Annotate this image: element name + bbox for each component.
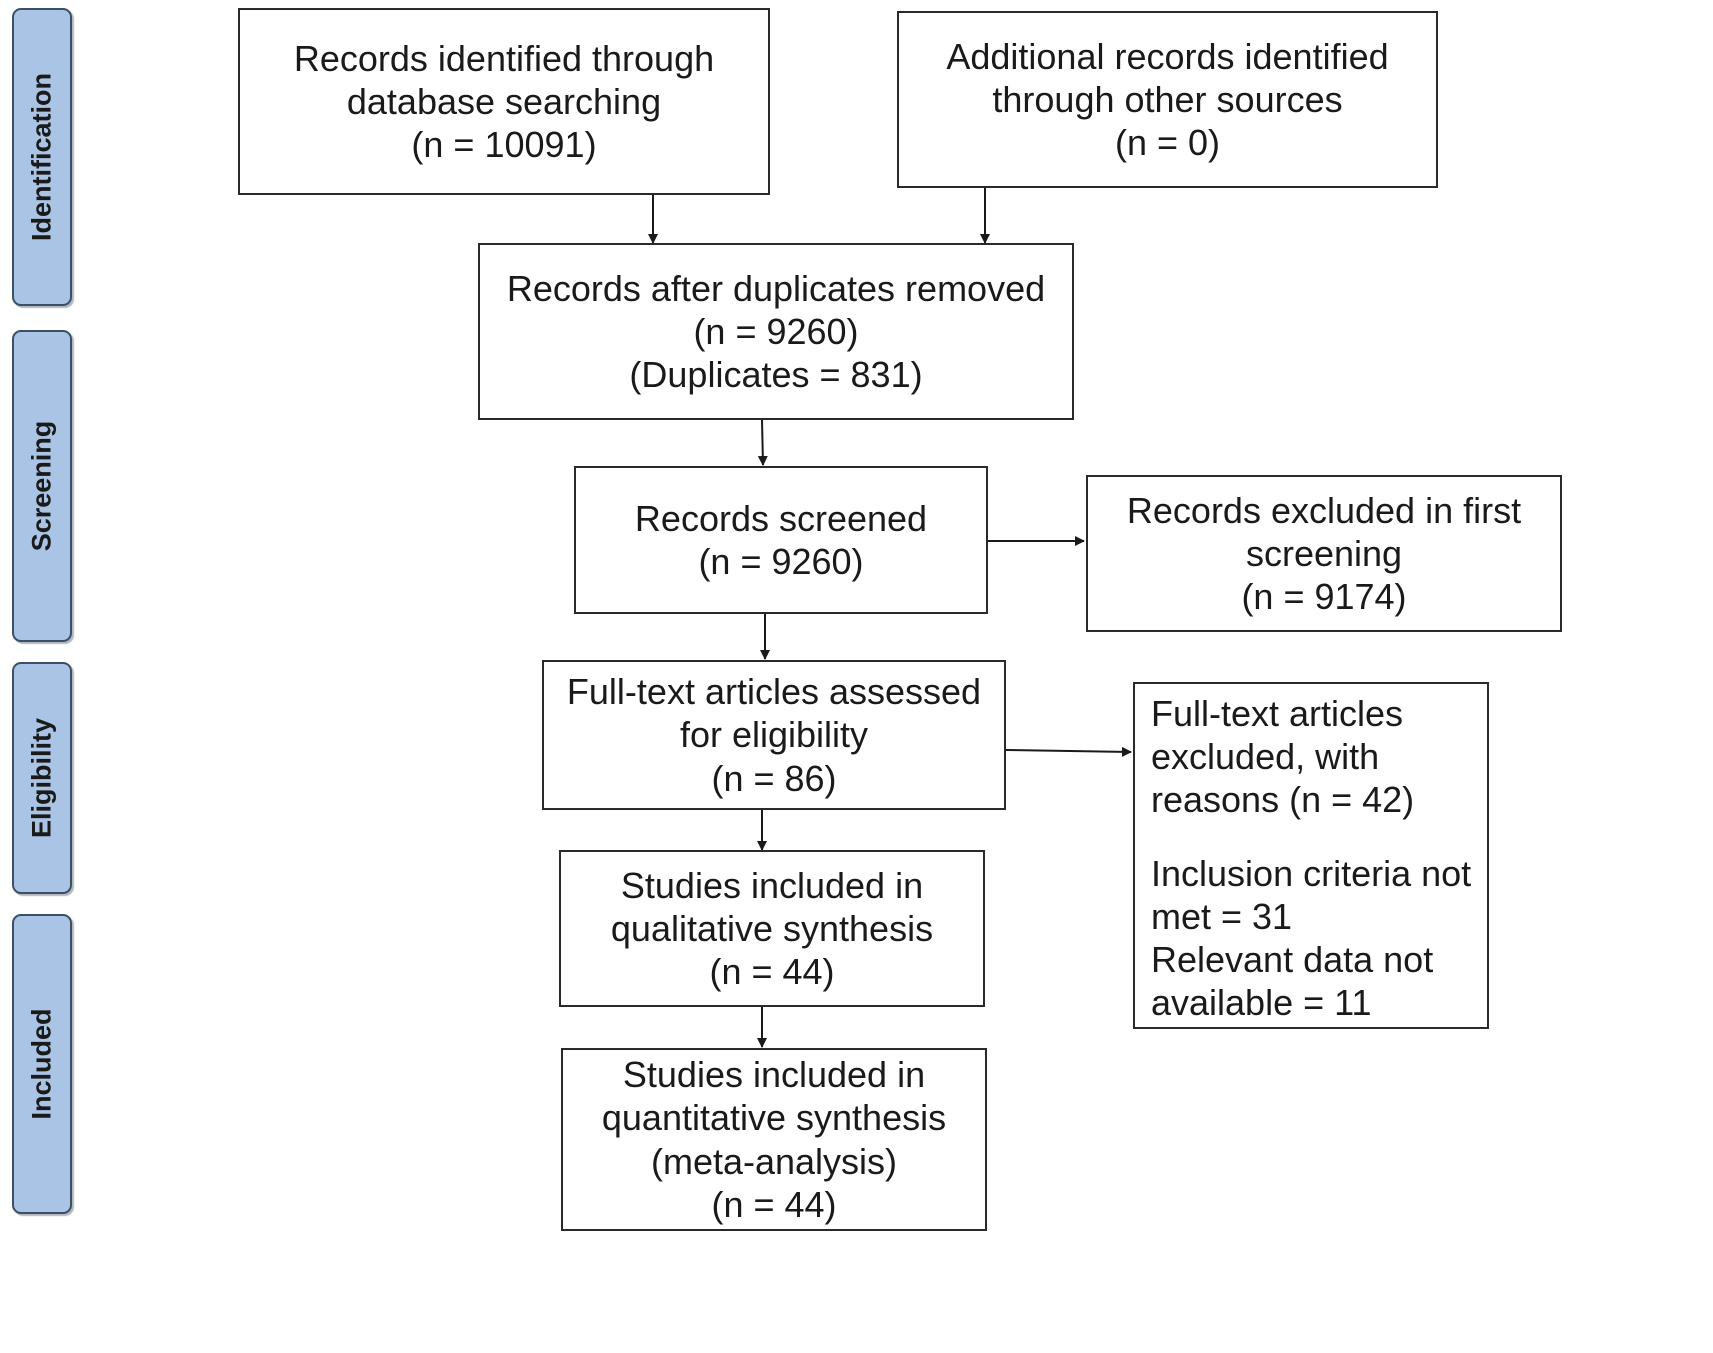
arrow-fulltext-to-excluded <box>1005 746 1132 757</box>
phase-screening: Screening <box>12 330 72 642</box>
box-fulltext-assessed: Full-text articles assessed for eligibil… <box>542 660 1006 810</box>
box-qualitative-synthesis: Studies included in qualitative synthesi… <box>559 850 985 1007</box>
box-text-line: Full-text articles <box>1151 693 1404 734</box>
box-text-line: (n = 9260) <box>693 310 859 352</box>
box-database-records: Records identified through database sear… <box>238 8 770 195</box>
box-text-line: (Duplicates = 831) <box>629 354 923 396</box>
phase-included: Included <box>12 914 72 1214</box>
box-text-line: database searching <box>346 80 662 122</box>
phase-identification: Identification <box>12 8 72 306</box>
box-text-line: quantitative synthesis <box>601 1097 947 1139</box>
exclusion-reason-line: Inclusion criteria not <box>1151 852 1472 894</box>
phase-eligibility: Eligibility <box>12 662 72 894</box>
box-records-screened: Records screened (n = 9260) <box>574 466 988 614</box>
exclusion-reason-line: available = 11 <box>1151 982 1372 1024</box>
box-text-line: screening <box>1245 532 1403 574</box>
box-text-line: Records excluded in first <box>1126 489 1522 531</box>
box-text-line: excluded, with <box>1151 736 1380 778</box>
exclusion-reason-line: Relevant data not <box>1151 938 1434 980</box>
box-text-line: reasons (n = 42) <box>1151 779 1415 821</box>
box-fulltext-excluded: Full-text articles excluded, with reason… <box>1133 682 1489 1029</box>
box-text-line: Records after duplicates removed <box>506 267 1046 309</box>
box-text-line: (n = 0) <box>1114 122 1221 164</box>
box-text-line: Records screened <box>634 497 928 539</box>
box-text-line: for eligibility <box>679 714 869 756</box>
box-text-line: qualitative synthesis <box>610 907 934 949</box>
box-excluded-first-screening: Records excluded in first screening (n =… <box>1086 475 1562 632</box>
box-text-line: (n = 86) <box>711 757 837 799</box>
box-text-line: Studies included in <box>620 864 924 906</box>
box-other-sources: Additional records identified through ot… <box>897 11 1438 188</box>
box-text-line: (n = 10091) <box>411 124 597 166</box>
box-text-line: Additional records identified <box>946 35 1389 77</box>
box-text-line: Full-text articles assessed <box>566 671 982 713</box>
box-duplicates-removed: Records after duplicates removed (n = 92… <box>478 243 1074 420</box>
box-text-line: (meta-analysis) <box>650 1140 898 1182</box>
exclusion-reason-line: met = 31 <box>1151 895 1293 937</box>
box-text-line: (n = 44) <box>709 951 835 993</box>
box-text-line: (n = 9260) <box>698 541 864 582</box>
box-text-line: Records identified through <box>293 37 715 79</box>
box-text-line: through other sources <box>992 78 1343 120</box>
box-text-line: (n = 44) <box>711 1183 837 1225</box>
box-quantitative-synthesis: Studies included in quantitative synthes… <box>561 1048 987 1231</box>
arrow-duplicates-to-screened <box>757 419 768 466</box>
box-text-line: (n = 9174) <box>1241 576 1407 618</box>
box-text-line: Studies included in <box>622 1054 926 1096</box>
